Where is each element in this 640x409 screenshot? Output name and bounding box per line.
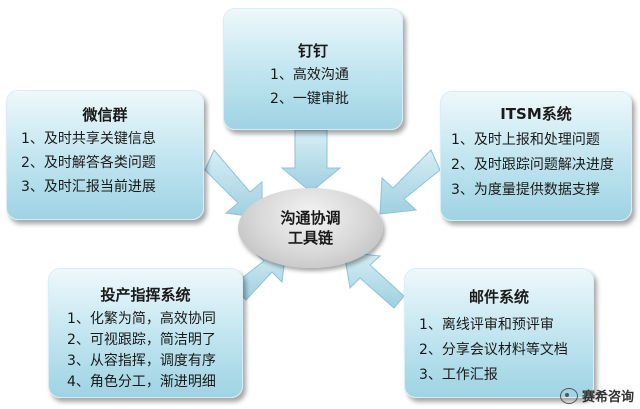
list-item: 1、化繁为简，高效协同 [67, 311, 216, 327]
watermark: 赛希咨询 [559, 386, 634, 405]
list-item: 2、一键审批 [270, 91, 349, 107]
wechat-group-list: 1、及时共享关键信息 2、及时解答各类问题 3、及时汇报当前进展 [7, 127, 203, 199]
list-item: 4、角色分工，渐进明细 [67, 374, 216, 390]
mail-system-list: 1、离线评审和预评审 2、分享会议材料等文档 3、工作汇报 [405, 313, 593, 388]
dingding-title: 钉钉 [297, 42, 328, 60]
itsm-box: ITSM系统 1、及时上报和处理问题 2、及时跟踪问题解决进度 3、为度量提供数… [440, 91, 632, 221]
center-node: 沟通协调 工具链 [238, 188, 383, 268]
list-item: 2、及时解答各类问题 [21, 155, 156, 171]
wechat-group-box: 微信群 1、及时共享关键信息 2、及时解答各类问题 3、及时汇报当前进展 [6, 90, 204, 220]
list-item: 3、从容指挥，调度有序 [67, 353, 216, 369]
arrow-dingding [280, 129, 342, 193]
itsm-list: 1、及时上报和处理问题 2、及时跟踪问题解决进度 3、为度量提供数据支撑 [441, 130, 631, 200]
arrow-itsm [379, 149, 441, 215]
itsm-title: ITSM系统 [500, 105, 572, 123]
dingding-list: 1、高效沟通 2、一键审批 [224, 63, 402, 111]
arrow-mail [343, 251, 405, 309]
list-item: 3、及时汇报当前进展 [21, 179, 156, 195]
center-label-line2: 工具链 [287, 229, 333, 247]
list-item: 3、为度量提供数据支撑 [451, 182, 600, 198]
wechat-icon [559, 387, 578, 404]
center-label-line1: 沟通协调 [280, 209, 341, 227]
deployment-command-list: 1、化繁为简，高效协同 2、可视跟踪，简洁明了 3、从容指挥，调度有序 4、角色… [49, 309, 242, 393]
list-item: 1、高效沟通 [270, 67, 349, 83]
list-item: 2、可视跟踪，简洁明了 [67, 332, 216, 348]
watermark-text: 赛希咨询 [581, 390, 634, 405]
mail-system-box: 邮件系统 1、离线评审和预评审 2、分享会议材料等文档 3、工作汇报 [404, 268, 594, 398]
list-item: 1、及时共享关键信息 [21, 131, 156, 147]
dingding-box: 钉钉 1、高效沟通 2、一键审批 [223, 8, 403, 130]
deployment-command-box: 投产指挥系统 1、化繁为简，高效协同 2、可视跟踪，简洁明了 3、从容指挥，调度… [48, 268, 243, 398]
list-item: 2、及时跟踪问题解决进度 [451, 157, 614, 173]
list-item: 2、分享会议材料等文档 [419, 342, 568, 358]
list-item: 1、及时上报和处理问题 [451, 132, 600, 148]
list-item: 3、工作汇报 [419, 367, 498, 383]
wechat-group-title: 微信群 [82, 106, 128, 124]
list-item: 1、离线评审和预评审 [419, 317, 554, 333]
mail-system-title: 邮件系统 [468, 288, 529, 306]
deployment-command-title: 投产指挥系统 [100, 286, 191, 304]
